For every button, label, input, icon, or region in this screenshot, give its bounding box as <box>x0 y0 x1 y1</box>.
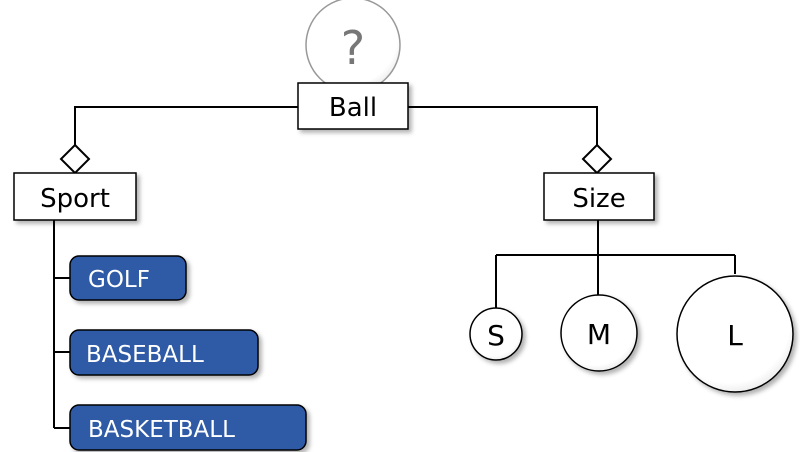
sport-item-baseball: BASEBALL <box>69 329 259 376</box>
size-node: Size <box>543 172 655 221</box>
size-item-label: L <box>727 319 743 352</box>
sport-node: Sport <box>13 172 137 221</box>
question-mark-icon: ? <box>341 21 365 75</box>
size-item-large: L <box>676 275 794 393</box>
sport-item-label: BASKETBALL <box>88 417 235 443</box>
size-item-medium: M <box>560 294 638 372</box>
size-item-small: S <box>469 307 523 361</box>
question-badge: ? <box>305 0 401 93</box>
aggregation-diamond-size <box>581 143 613 175</box>
size-item-label: S <box>487 319 505 352</box>
sport-item-label: GOLF <box>88 267 150 293</box>
connector-root-sport <box>74 106 298 145</box>
sport-item-label: BASEBALL <box>86 342 204 368</box>
sport-item-basketball: BASKETBALL <box>69 404 307 451</box>
size-item-label: M <box>587 318 611 351</box>
sport-item-golf: GOLF <box>69 255 187 301</box>
size-label: Size <box>572 184 625 214</box>
root-node: Ball <box>297 82 409 130</box>
aggregation-diamond-sport <box>59 143 91 175</box>
connector-root-size <box>408 106 598 145</box>
sport-label: Sport <box>40 184 110 214</box>
connectors <box>53 106 736 429</box>
root-label: Ball <box>329 93 377 123</box>
